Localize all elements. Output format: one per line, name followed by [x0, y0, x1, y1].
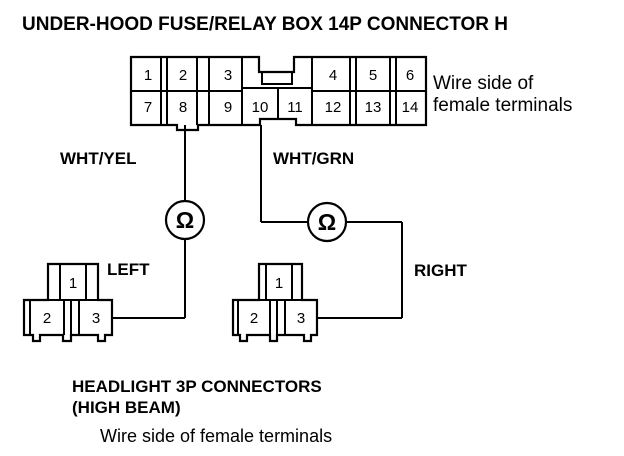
- svg-text:Ω: Ω: [176, 207, 194, 233]
- headlight-left-label: LEFT: [107, 260, 150, 279]
- pin-label: 12: [325, 99, 342, 116]
- footer-note: Wire side of female terminals: [100, 426, 332, 446]
- headlight-connector-right: 1 2 3: [231, 262, 319, 343]
- footer-title: HEADLIGHT 3P CONNECTORS: [72, 377, 322, 396]
- wire-label-right: WHT/GRN: [273, 149, 354, 168]
- pin-label: 7: [144, 99, 152, 116]
- pin-label: 9: [224, 99, 232, 116]
- pin-label: 2: [179, 67, 187, 84]
- pin-label: 2: [43, 310, 51, 327]
- wire-left: [111, 125, 186, 319]
- pin-label: 10: [252, 99, 269, 116]
- pin-label: 1: [144, 67, 152, 84]
- headlight-connector-left: 1 2 3: [22, 262, 114, 343]
- pin-label: 3: [224, 67, 232, 84]
- pin-label: 1: [69, 275, 77, 292]
- wire-right: [260, 125, 403, 319]
- footer-subtitle: (HIGH BEAM): [72, 398, 181, 417]
- connector-note-line2: female terminals: [433, 95, 572, 116]
- ohmmeter-icon: Ω: [306, 201, 348, 243]
- pin-label: 14: [402, 99, 419, 116]
- svg-text:Ω: Ω: [318, 209, 336, 235]
- connector-h: 1 2 3 4 5 6 7 8 9 10 11 12 13 14: [129, 55, 428, 132]
- diagram-title: UNDER-HOOD FUSE/RELAY BOX 14P CONNECTOR …: [22, 14, 508, 35]
- connector-note-line1: Wire side of: [433, 73, 534, 94]
- wire-label-left: WHT/YEL: [60, 149, 137, 168]
- pin-label: 3: [297, 310, 305, 327]
- pin-label: 2: [250, 310, 258, 327]
- pin-label: 4: [329, 67, 337, 84]
- ohmmeter-icon: Ω: [164, 199, 206, 241]
- pin-label: 8: [179, 99, 187, 116]
- pin-label: 13: [365, 99, 382, 116]
- pin-label: 5: [369, 67, 377, 84]
- pin-label: 6: [406, 67, 414, 84]
- pin-label: 3: [92, 310, 100, 327]
- pin-label: 11: [287, 99, 303, 116]
- headlight-right-label: RIGHT: [414, 261, 468, 280]
- pin-label: 1: [275, 275, 283, 292]
